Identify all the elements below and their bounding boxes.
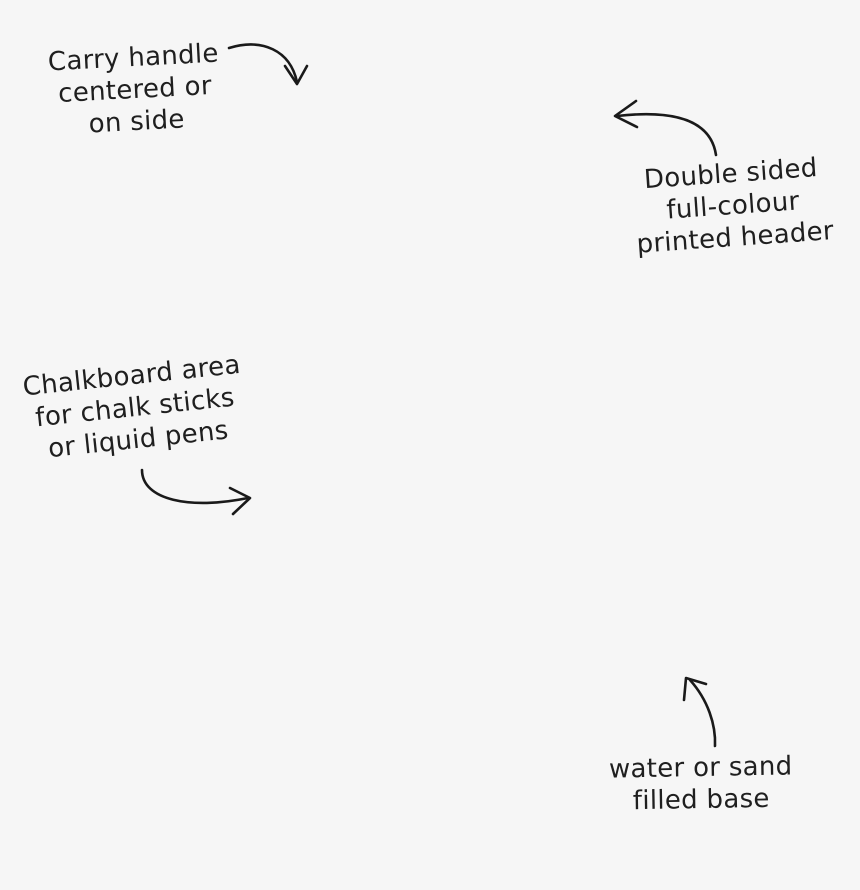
- annotation-line: filled base: [632, 783, 770, 817]
- chalkboard-arrow-head: [228, 486, 252, 516]
- header-annotation: Double sided full-colour printed header: [625, 151, 841, 261]
- annotation-line: water or sand: [608, 751, 793, 785]
- base-annotation: water or sand filled base: [595, 750, 806, 818]
- handle-arrow-head: [283, 64, 309, 86]
- base-arrow-head: [682, 676, 708, 702]
- chalkboard-arrow: [140, 468, 250, 505]
- handle-arrow: [227, 43, 299, 84]
- base-arrow: [688, 678, 717, 748]
- header-arrow-head: [613, 99, 639, 129]
- header-arrow: [615, 112, 718, 157]
- handle-annotation: Carry handle centered or on side: [38, 37, 233, 143]
